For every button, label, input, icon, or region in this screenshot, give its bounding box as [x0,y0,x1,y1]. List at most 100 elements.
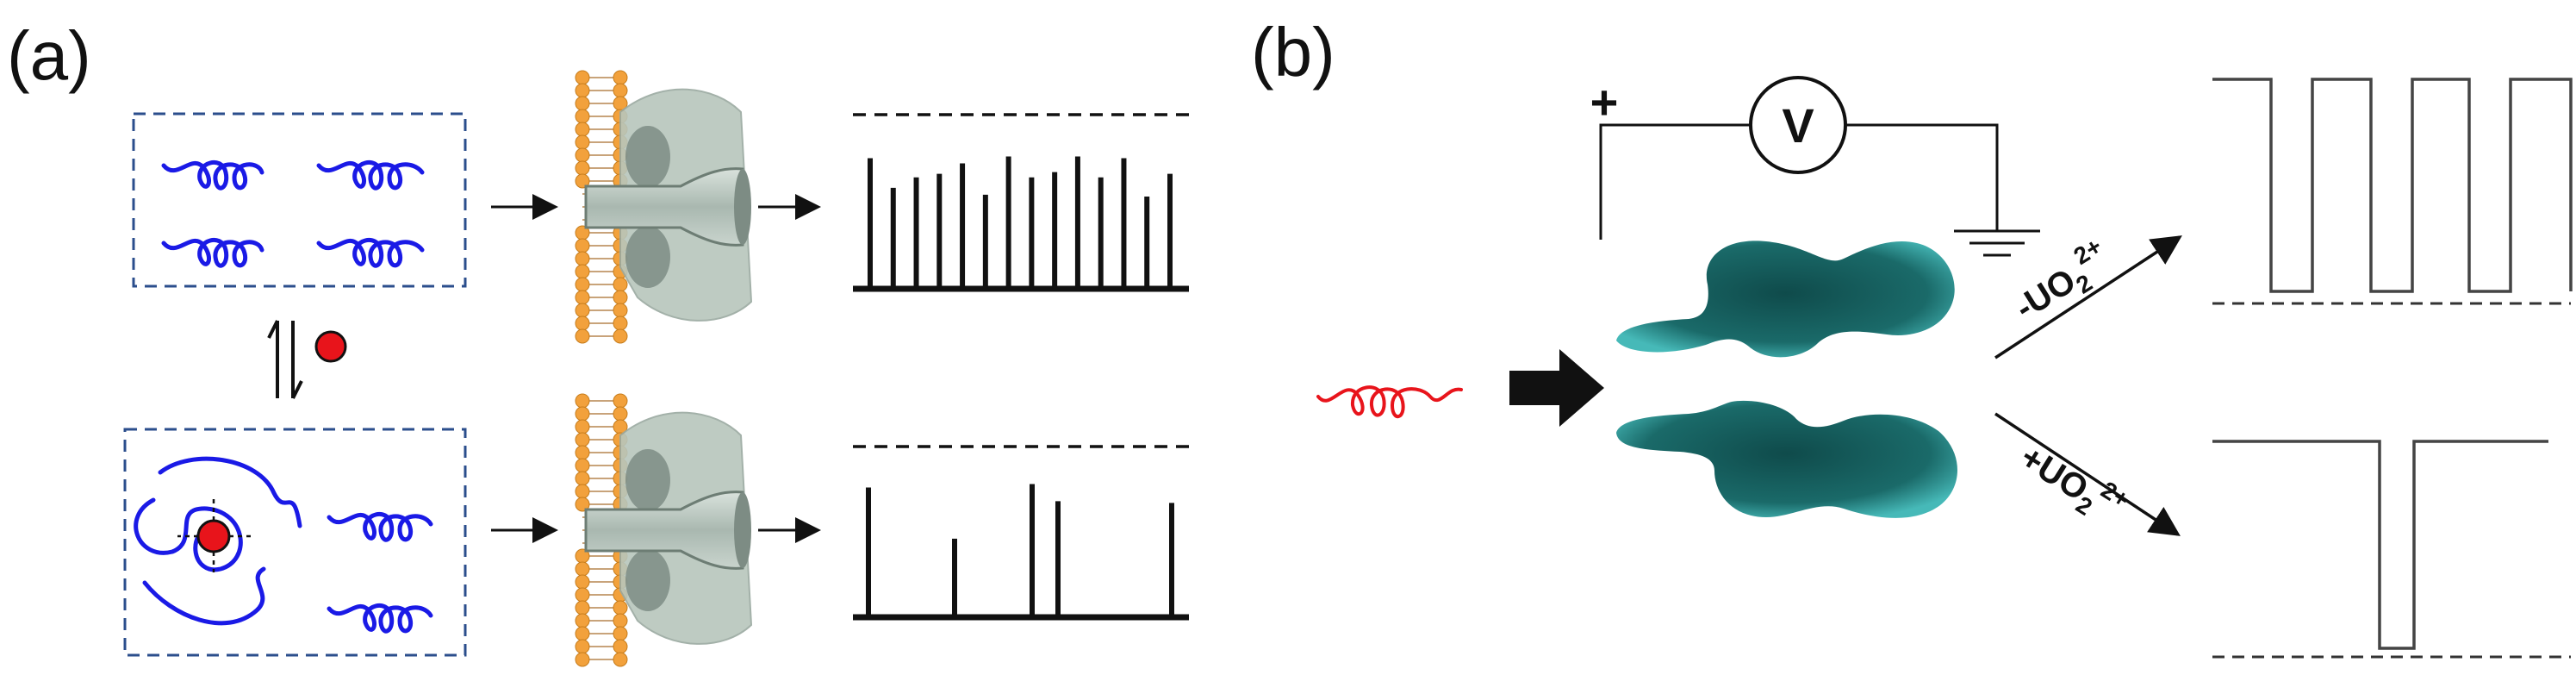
lipid-head [575,70,590,85]
lipid-head [575,561,590,577]
pore-opening [734,169,751,245]
lipid-head [575,251,590,266]
lipid-head [575,587,590,603]
lipid-head [575,484,590,499]
lipid-head [575,652,590,667]
pore-vestibule [625,549,670,611]
lipid-head [613,652,628,667]
svg-text:-UO22+: -UO22+ [2004,233,2120,333]
panel-a: (a) [7,17,1189,667]
dna-box-free [132,112,467,288]
lipid-head [613,303,628,318]
lipid-head [575,238,590,253]
pore-opening [734,492,751,568]
dna-coils-free-bottom [327,512,433,634]
event-spikes-top [868,156,1173,289]
dna-complex-folded [134,456,302,626]
lipid-head [575,639,590,654]
flow-arrows-a [491,194,821,543]
panel-a-label: (a) [7,17,91,94]
coordination-bonds [177,498,252,572]
panel-b: (b) V + -UO22+ [1251,14,2573,659]
voltmeter [1749,76,1847,174]
lipid-head [613,613,628,628]
nanopore-upper-half [1616,241,1955,358]
lipid-head [575,626,590,641]
nanopore-top [575,70,753,344]
lipid-head [575,328,590,344]
lipid-head [613,290,628,305]
lipid-head [613,328,628,344]
lipid-head [575,458,590,473]
lipid-head [575,419,590,434]
trace-bound-dna [2212,440,2571,659]
dna-coil [327,512,433,542]
lipid-head [575,471,590,486]
lipid-head [575,600,590,616]
lipid-head [575,574,590,590]
lipid-head [613,70,628,85]
trace-free-dna [2212,78,2573,305]
nanopore-b [1616,241,1957,518]
circuit [1599,123,2040,257]
pore-vestibule [625,226,670,288]
label-plus-uranyl: +UO22+ [2011,431,2134,535]
lipid-head [575,406,590,422]
analyte-minus-sup: 2+ [2069,233,2107,270]
trace-bottom [853,445,1189,621]
lipid-head [613,83,628,98]
lipid-head [613,639,628,654]
analyte-plus-sup: 2+ [2096,476,2134,513]
lipid-head [613,277,628,292]
dna-coil [316,160,425,191]
lipid-head [575,134,590,150]
bound-uranyl-ion [196,519,231,553]
dna-coil [161,160,264,191]
lipid-head [613,626,628,641]
event-spikes-bottom [866,484,1174,617]
lipid-head [613,316,628,331]
panel-b-label: (b) [1251,14,1335,91]
dna-box-bound [123,428,467,657]
lipid-head [575,147,590,163]
lipid-head [575,316,590,331]
lipid-head [575,96,590,111]
lipid-head [575,277,590,292]
lipid-head [575,497,590,512]
label-minus-uranyl: -UO22+ [2004,233,2120,333]
lipid-head [575,264,590,279]
trace-top [853,113,1189,292]
lipid-head [613,393,628,409]
lipid-head [575,173,590,189]
lipid-head [575,83,590,98]
dna-coils-free [161,160,425,268]
lipid-head [613,406,628,422]
dna-coil [316,238,425,268]
direction-arrow [1509,349,1604,427]
nanopore-bottom [575,393,753,667]
lipid-head [575,122,590,137]
equilibrium-arrows [267,320,303,399]
voltmeter-label: V [1782,98,1814,153]
lipid-head [575,160,590,176]
lipid-head [575,290,590,305]
outcome-arrows [1994,235,2182,536]
lipid-head [575,109,590,124]
current-trace [2212,78,2573,293]
dna-coil [161,238,264,268]
lipid-head [575,432,590,447]
red-dna-coil [1316,385,1463,418]
lipid-head [575,613,590,628]
electrode-plus-mark: + [1590,75,1619,129]
dna-coil [327,603,433,634]
lipid-head [613,600,628,616]
uranyl-ion [314,330,347,363]
pore-vestibule [625,126,670,188]
nanopore-lower-half [1616,400,1957,518]
svg-text:+UO22+: +UO22+ [2011,431,2134,535]
pore-vestibule [625,449,670,511]
lipid-head [575,445,590,460]
lipid-head [575,303,590,318]
lipid-head [575,393,590,409]
